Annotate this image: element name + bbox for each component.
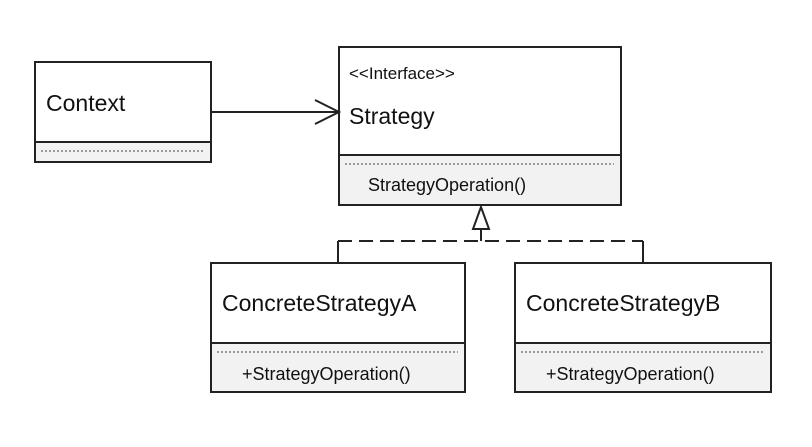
concrete-b-operations-section <box>515 343 771 392</box>
open-arrowhead <box>314 99 342 125</box>
realization-triangle <box>471 204 491 230</box>
concrete-b-class-name: ConcreteStrategyB <box>526 290 720 316</box>
association-arrow <box>211 99 342 125</box>
concrete-strategy-b-class[interactable]: ConcreteStrategyB +StrategyOperation() <box>514 262 772 393</box>
strategy-operation: StrategyOperation() <box>368 175 526 195</box>
context-class[interactable]: Context <box>34 61 212 163</box>
concrete-strategy-a-class[interactable]: ConcreteStrategyA +StrategyOperation() <box>210 262 466 393</box>
strategy-interface-frame <box>338 46 622 206</box>
concrete-a-class-name: ConcreteStrategyA <box>222 290 417 316</box>
context-attributes-section <box>35 142 211 162</box>
strategy-interface-name: Strategy <box>349 103 435 129</box>
strategy-stereotype: <<Interface>> <box>349 64 455 83</box>
concrete-a-operations-section <box>211 343 465 392</box>
strategy-interface[interactable]: <<Interface>> Strategy StrategyOperation… <box>338 46 622 206</box>
concrete-a-operation: +StrategyOperation() <box>242 364 411 384</box>
realization-connector <box>337 204 644 263</box>
strategy-operations-section <box>339 155 621 205</box>
context-class-name: Context <box>46 90 126 116</box>
concrete-b-operation: +StrategyOperation() <box>546 364 715 384</box>
